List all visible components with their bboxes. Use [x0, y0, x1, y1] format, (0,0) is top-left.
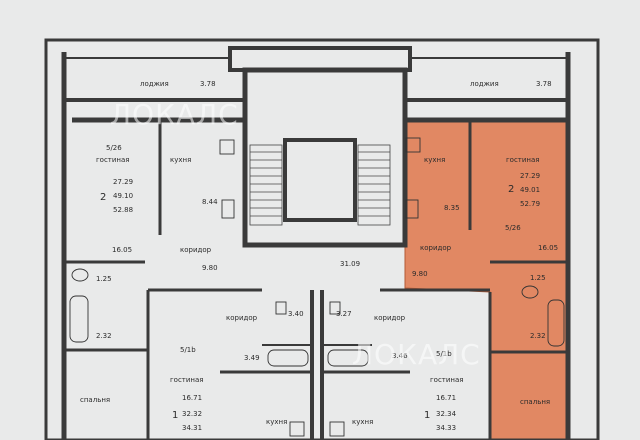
corridor-label: коридор: [226, 314, 258, 322]
hall-area: 31.09: [340, 260, 360, 268]
corridor-label: коридор: [420, 244, 452, 252]
bathtub-icon: [267, 349, 309, 367]
wc-area: 2.32: [96, 332, 112, 340]
sink-icon: [405, 199, 419, 219]
total-area: 52.88: [113, 206, 133, 214]
corridor2-area: 16.05: [538, 244, 558, 252]
room-count: 1: [424, 410, 430, 421]
corridor-label: коридор: [374, 314, 406, 322]
living-total: 49.10: [113, 192, 133, 200]
kitchen-label: кухня: [352, 418, 373, 426]
bathtub-icon: [547, 299, 565, 347]
apartment-top-right[interactable]: кухня 8.35 гостиная 27.29 2 49.01 52.79 …: [412, 156, 558, 406]
apartment-code: 5/26: [505, 224, 521, 232]
bath-area: 3.27: [336, 310, 352, 318]
kitchen-area: 8.35: [444, 204, 460, 212]
living-total: 32.32: [182, 410, 202, 418]
stove-icon: [219, 139, 235, 155]
stove-icon: [405, 137, 421, 153]
core-top: [228, 46, 412, 72]
room-count: 2: [508, 184, 514, 195]
bedroom-label: спальня: [80, 396, 110, 404]
total-area: 52.79: [520, 200, 540, 208]
living-total: 32.34: [436, 410, 457, 418]
total-area: 34.31: [182, 424, 202, 432]
living-total: 49.01: [520, 186, 540, 194]
washbasin-icon: [521, 285, 539, 299]
washbasin-icon: [71, 268, 89, 282]
loggia-right-label: лоджия: [470, 80, 499, 88]
corridor2-area: 16.05: [112, 246, 132, 254]
stairs: [249, 144, 391, 226]
watermark-top: ЛОКАЛС: [110, 98, 239, 131]
living-area: 27.29: [520, 172, 540, 180]
toilet-icon: [275, 301, 287, 315]
apartment-bottom-right[interactable]: 3.27 коридор 3.46 5/1b гостиная 16.71 1 …: [336, 310, 464, 432]
apartment-code: 5/26: [106, 144, 122, 152]
total-area: 34.33: [436, 424, 456, 432]
bath-area: 1.25: [530, 274, 546, 282]
corridor-area: 3.49: [244, 354, 260, 362]
apartment-top-left[interactable]: 5/26 гостиная 27.29 2 49.10 52.88 кухня …: [80, 144, 218, 404]
sink-icon: [221, 199, 235, 219]
corridor-label: коридор: [180, 246, 212, 254]
room-count: 1: [172, 410, 178, 421]
kitchen-label: кухня: [170, 156, 191, 164]
kitchen-label: кухня: [266, 418, 287, 426]
toilet-icon: [329, 301, 341, 315]
stove-icon: [329, 421, 345, 437]
corridor-area: 9.80: [202, 264, 218, 272]
bedroom-label: спальня: [520, 398, 550, 406]
wc-area: 2.32: [530, 332, 546, 340]
apartment-bottom-left[interactable]: коридор 3.40 3.49 5/1b гостиная 16.71 1 …: [170, 310, 304, 432]
apartment-code: 5/1b: [180, 346, 196, 354]
apartment-code: 5/1b: [436, 350, 452, 358]
living-area: 16.71: [182, 394, 202, 402]
watermark-bottom: ЛОКАЛС: [352, 338, 481, 371]
living-label: гостиная: [96, 156, 130, 164]
corridor-area: 9.80: [412, 270, 428, 278]
stove-icon: [289, 421, 305, 437]
room-count: 2: [100, 192, 106, 203]
walls: [44, 38, 600, 440]
living-area: 27.29: [113, 178, 133, 186]
corridor-area: 3.46: [392, 352, 408, 360]
elevator-shaft: [283, 138, 357, 222]
living-label: гостиная: [170, 376, 204, 384]
building-outline: [44, 38, 600, 440]
loggia-left-label: лоджия: [140, 80, 169, 88]
loggia-left-area: 3.78: [200, 80, 216, 88]
living-area: 16.71: [436, 394, 456, 402]
loggia-right-area: 3.78: [536, 80, 552, 88]
kitchen-area: 8.44: [202, 198, 218, 206]
fixtures: [69, 137, 565, 437]
bath-area: 3.40: [288, 310, 304, 318]
stair-core: [242, 67, 408, 248]
bath-area: 1.25: [96, 275, 112, 283]
living-label: гостиная: [506, 156, 540, 164]
kitchen-label: кухня: [424, 156, 445, 164]
bathtub-icon: [327, 349, 369, 367]
living-label: гостиная: [430, 376, 464, 384]
bathtub-icon: [69, 295, 89, 343]
